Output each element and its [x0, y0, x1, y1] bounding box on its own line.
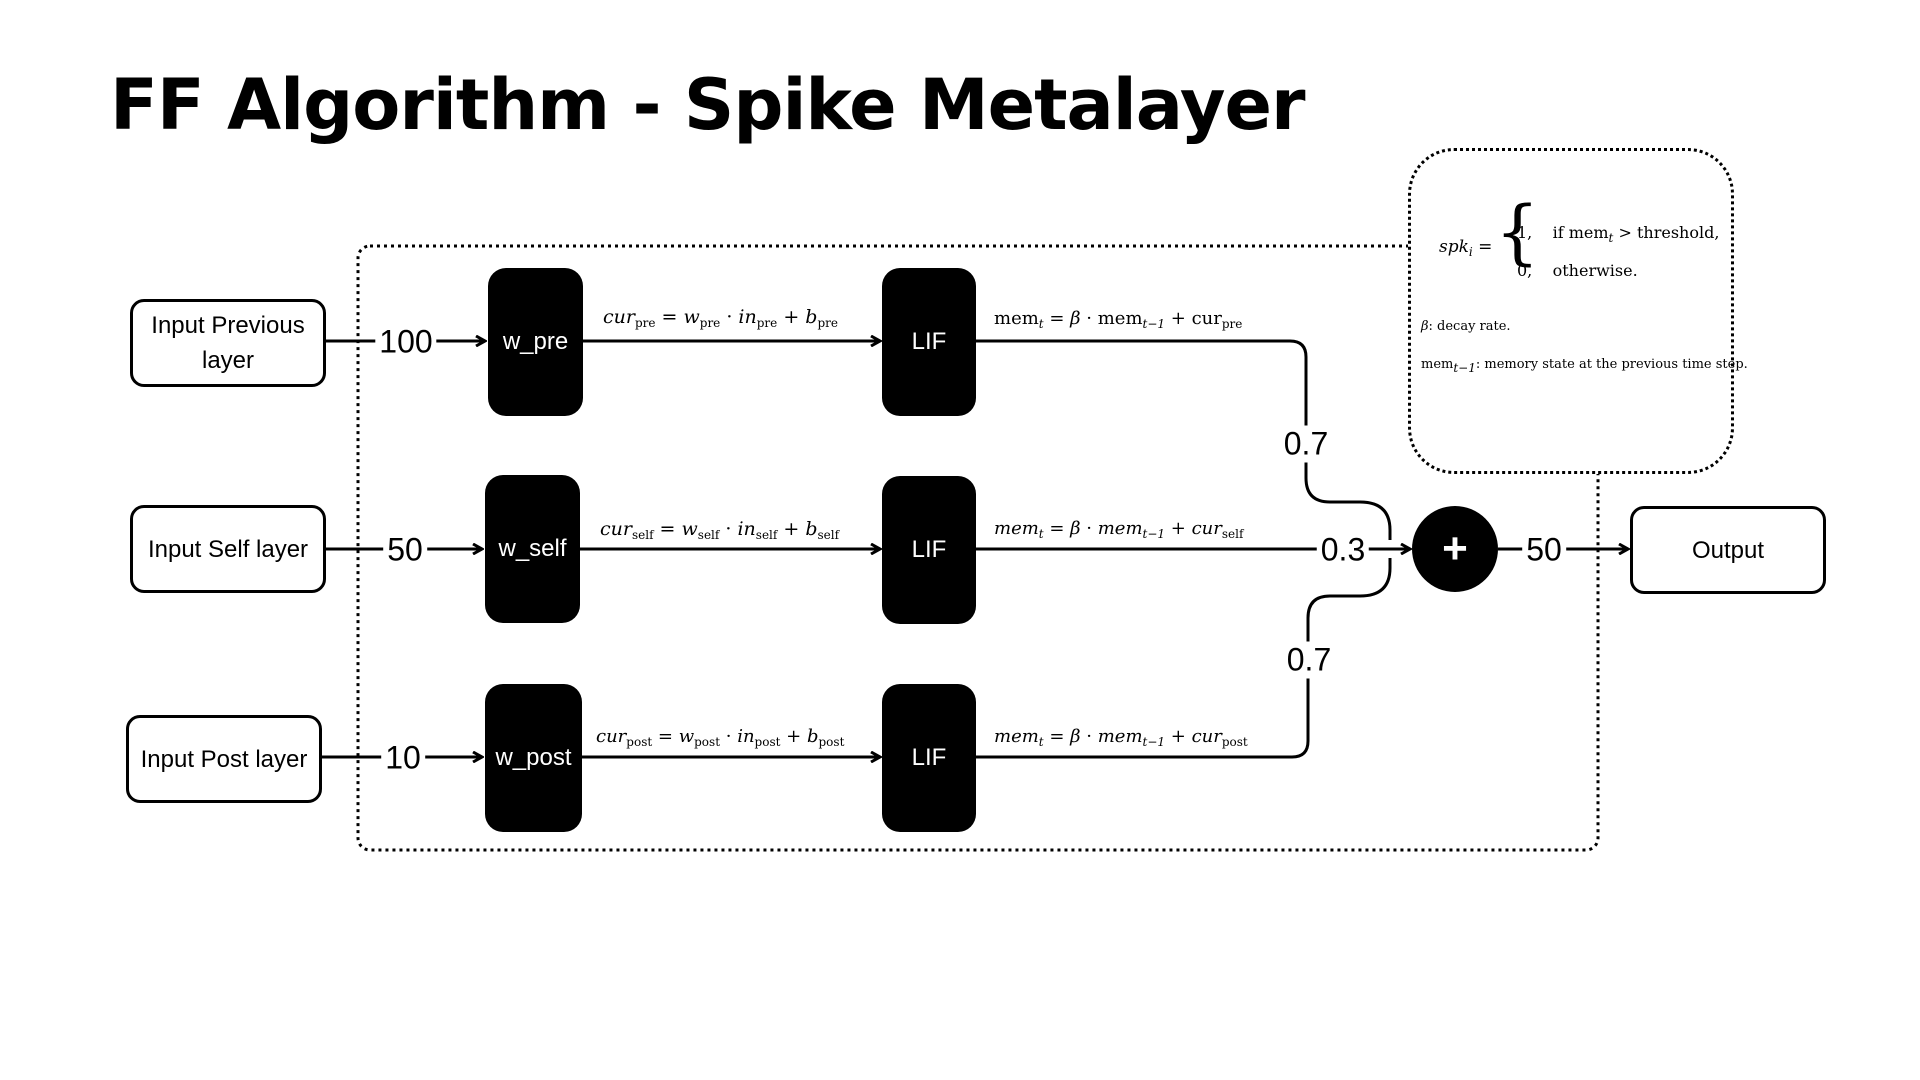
memory-prev-definition: memt−1: memory state at the previous tim…	[1421, 357, 1748, 375]
spike-lhs: spki =	[1439, 237, 1493, 259]
input-self-value: 50	[383, 531, 427, 569]
lif-pre-block: LIF	[882, 268, 976, 416]
input-post-label: Input Post layer	[140, 745, 308, 773]
current-equation-post: curpost = wpost · inpost + bpost	[596, 726, 845, 749]
lif-post-label: LIF	[911, 744, 947, 771]
scale-factor-pre: 0.7	[1279, 425, 1333, 463]
memory-equation-pre: memt = β · memt−1 + curpre	[994, 308, 1243, 331]
wire-lif-pre-to-sum	[975, 339, 1392, 540]
memory-equation-post: memt = β · memt−1 + curpost	[994, 726, 1248, 749]
output-label: Output	[1691, 536, 1765, 564]
wire-lif-post-to-sum	[975, 558, 1392, 759]
current-equation-pre: curpre = wpre · inpre + bpre	[603, 306, 838, 330]
lif-self-block: LIF	[882, 476, 976, 624]
scale-factor-self: 0.3	[1316, 531, 1370, 569]
weight-pre-label: w_pre	[502, 328, 569, 355]
scale-factor-post: 0.7	[1282, 641, 1336, 679]
spike-case-one: 1, if memt > threshold,	[1517, 223, 1720, 245]
case-brace: {	[1495, 191, 1540, 273]
sum-node: +	[1412, 506, 1498, 592]
beta-definition: β: decay rate.	[1421, 319, 1511, 334]
input-previous-label: Input Previous layer	[151, 312, 305, 374]
weight-post-block: w_post	[485, 684, 582, 832]
weight-self-block: w_self	[485, 475, 580, 623]
output-box: Output	[1630, 506, 1826, 594]
spike-definition-note: spki = { 1, if memt > threshold, 0, othe…	[1408, 148, 1748, 474]
current-equation-self: curself = wself · inself + bself	[600, 518, 840, 542]
input-self-label: Input Self layer	[147, 535, 309, 563]
plus-icon: +	[1442, 524, 1468, 573]
weight-self-label: w_self	[498, 535, 567, 562]
sum-value: 50	[1522, 531, 1566, 569]
lif-pre-label: LIF	[911, 328, 947, 355]
input-self-layer: Input Self layer	[130, 505, 326, 593]
weight-post-label: w_post	[495, 744, 572, 771]
weight-pre-block: w_pre	[488, 268, 583, 416]
spike-case-two: 0, otherwise.	[1517, 261, 1638, 280]
input-previous-value: 100	[375, 323, 437, 361]
lif-post-block: LIF	[882, 684, 976, 832]
page-title: FF Algorithm - Spike Metalayer	[110, 64, 1305, 146]
input-post-layer: Input Post layer	[126, 715, 322, 803]
memory-equation-self: memt = β · memt−1 + curself	[994, 518, 1244, 541]
input-post-value: 10	[381, 739, 425, 777]
input-previous-layer: Input Previous layer	[130, 299, 326, 387]
lif-self-label: LIF	[911, 536, 947, 563]
